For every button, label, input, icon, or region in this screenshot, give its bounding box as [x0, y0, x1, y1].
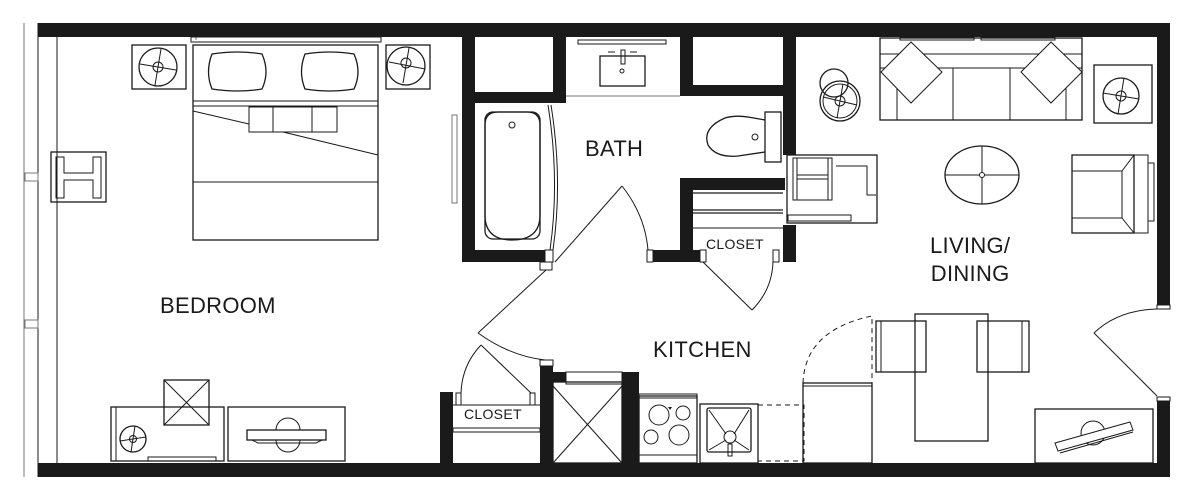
refrigerator: [802, 382, 873, 464]
bathtub: [484, 111, 541, 240]
toilet: [764, 111, 782, 163]
exterior-walls: [23, 23, 1171, 477]
dining-chair-right: [976, 320, 1030, 373]
range: [638, 395, 698, 464]
bath-fixtures: [484, 39, 878, 251]
room-label-living-dining: LIVING/ DINING: [930, 233, 1011, 286]
room-label-kitchen: KITCHEN: [653, 337, 752, 362]
room-label-bath: BATH: [585, 136, 644, 161]
side-table: [1093, 64, 1153, 124]
living-furniture: [819, 36, 1155, 464]
dining-table: [914, 313, 989, 442]
nightstand-right: [385, 44, 431, 90]
nightstand-left: [131, 44, 187, 90]
queen-bed: [192, 44, 379, 241]
kitchen-fixtures: [452, 371, 873, 464]
living-partition: [783, 37, 796, 155]
tv-bedroom: [246, 429, 327, 441]
sink: [599, 55, 646, 87]
room-label-closet-kitchen: CLOSET: [464, 406, 522, 422]
dishwasher: [757, 404, 805, 462]
bedroom-furniture: [50, 36, 458, 462]
room-label-bedroom: BEDROOM: [160, 293, 276, 318]
dining-chair-left: [875, 320, 927, 373]
stacked-washer-dryer: [786, 154, 878, 224]
doors: [460, 185, 1158, 397]
kitchen-sink: [699, 403, 759, 464]
desk: [1034, 408, 1154, 464]
armchair-bedroom: [50, 151, 107, 203]
room-label-closet-bath: CLOSET: [706, 236, 764, 252]
dresser: [110, 406, 225, 462]
kitchen-closet-walls: [440, 359, 639, 463]
tv-living: [1054, 421, 1134, 452]
